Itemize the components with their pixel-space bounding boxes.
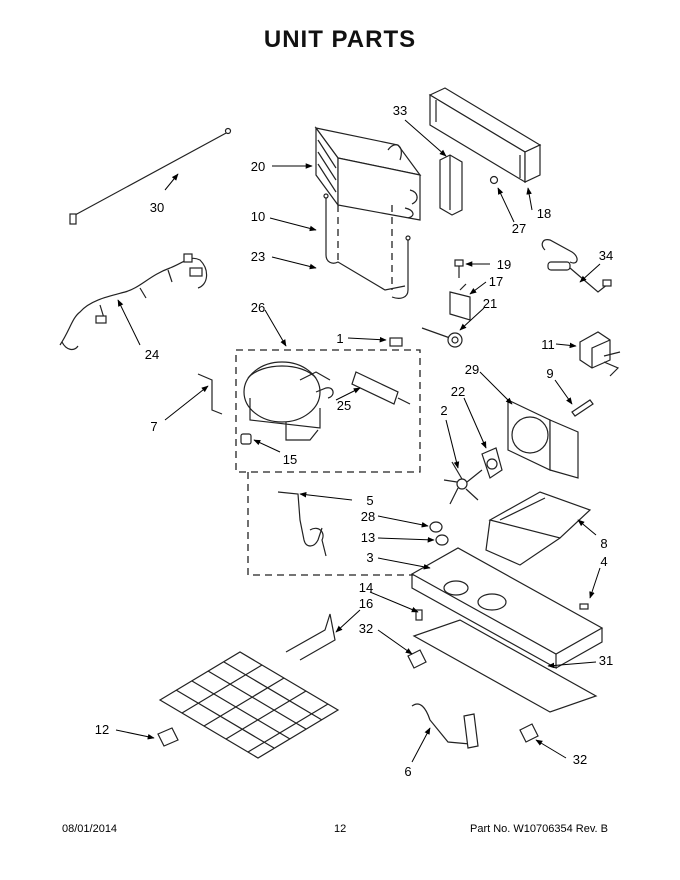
part-26-compressor [243,361,334,441]
footer-page-number: 12 [334,823,347,835]
part-24-wire-harness [59,253,208,351]
part-23-tube [391,235,411,299]
part-16-evaporator-coil [158,613,340,759]
part-9-screw [571,399,594,417]
part-30-wire [69,127,232,225]
part-17-bracket [449,283,471,321]
callout-12: 12 [95,722,109,737]
part-25-drier [351,371,411,405]
page-title: UNIT PARTS [263,26,417,53]
callout-7: 7 [150,419,157,434]
part-2-fan-blade [443,461,483,505]
part-32-foot [407,649,427,669]
callout-15: 15 [283,452,297,467]
part-28-13-grommets [429,521,449,546]
callout-6: 6 [404,764,411,779]
part-27-screw [489,175,499,185]
callout-13: 13 [361,530,375,545]
callout-9: 9 [546,366,553,381]
callout-23: 23 [251,249,265,264]
callout-8: 8 [600,536,607,551]
callout-22: 22 [451,384,465,399]
callout-19: 19 [497,257,511,272]
callout-25: 25 [337,398,351,413]
callout-4: 4 [600,554,607,569]
callout-16: 16 [359,596,373,611]
part-15-grommet [240,433,252,445]
part-20-condenser [314,126,422,221]
part-21-relay [421,327,463,348]
part-11-start-device [579,331,621,377]
part-4-screw [579,603,589,610]
part-8-tray [485,491,592,566]
callout-11: 11 [541,337,555,352]
callout-10: 10 [251,209,265,224]
part-5-tube [277,491,327,557]
callout-24: 24 [145,347,159,362]
callout-33: 33 [393,103,407,118]
part-14-screw [415,609,423,621]
part-6-tube [411,703,479,749]
part-7-tube [197,373,223,415]
part-1-screw [389,337,403,347]
callout-1: 1 [336,331,343,346]
callout-2: 2 [440,403,447,418]
callout-32-lower: 32 [573,752,587,767]
part-32-foot [519,723,539,743]
callout-21: 21 [483,296,497,311]
callout-28: 28 [361,509,375,524]
callout-30: 30 [150,200,164,215]
callout-17: 17 [489,274,503,289]
guide-line [247,472,420,576]
part-10-tube [323,193,406,291]
callout-5: 5 [366,493,373,508]
callout-29: 29 [465,362,479,377]
callout-34: 34 [599,248,613,263]
part-12-clip [157,727,179,747]
footer-date: 08/01/2014 [62,823,118,835]
callout-18: 18 [537,206,551,221]
part-29-fan-shroud [507,399,579,479]
part-31-base-pan [412,619,598,713]
footer-part-number: Part No. W10706354 Rev. B [470,823,608,835]
part-33-insulation [439,154,463,216]
callout-20: 20 [251,159,265,174]
callout-3: 3 [366,550,373,565]
part-19-screw [454,259,464,278]
callout-27: 27 [512,221,526,236]
part-18-bracket [428,87,542,184]
callout-32-upper: 32 [359,621,373,636]
part-34-harness [541,239,612,293]
part-3-base-plate [410,547,604,670]
callout-14: 14 [359,580,373,595]
callout-31: 31 [599,653,613,668]
part-22-fan-motor [481,447,503,479]
compressor-group-box [235,349,421,473]
callout-26: 26 [251,300,265,315]
